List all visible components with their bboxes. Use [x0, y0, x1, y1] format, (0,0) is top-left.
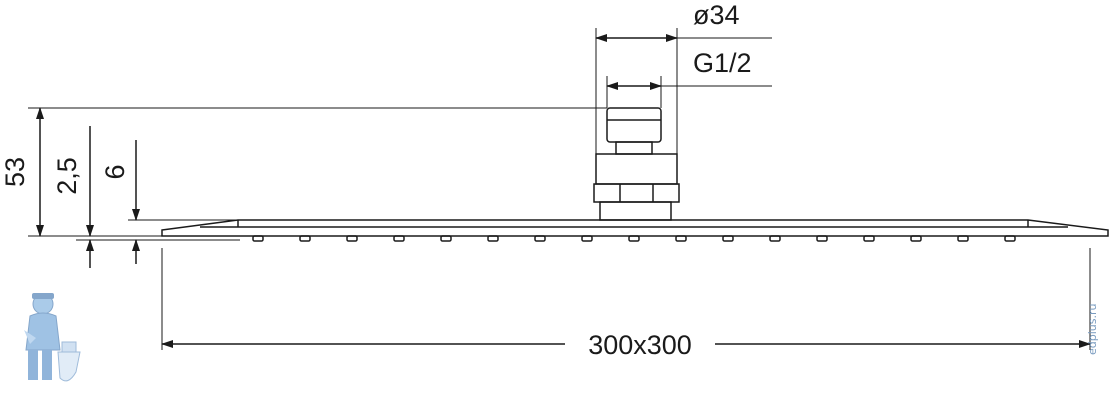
ceiling-connector: [593, 107, 680, 221]
nozzle: [252, 235, 264, 242]
thread-label: G1/2: [693, 48, 752, 78]
nozzle: [910, 235, 922, 242]
nozzle: [534, 235, 546, 242]
nozzle: [393, 235, 405, 242]
plumber-mascot-icon: [24, 293, 81, 382]
dimension-thread: [606, 76, 772, 108]
outer-diameter-label: ø34: [693, 0, 740, 30]
height-total-label: 53: [0, 157, 30, 187]
dimension-outer-diameter: [595, 28, 772, 154]
plate-thickness-label: 6: [100, 164, 130, 179]
nozzle-row: [252, 235, 1016, 242]
plate-edge-thickness-label: 2,5: [52, 157, 82, 195]
nozzle: [299, 235, 311, 242]
nozzle: [957, 235, 969, 242]
nozzle: [769, 235, 781, 242]
nozzle: [628, 235, 640, 242]
nozzle: [816, 235, 828, 242]
shower-plate: [161, 219, 1109, 237]
plate-size-label: 300x300: [588, 330, 692, 360]
nozzle: [1004, 235, 1016, 242]
nozzle: [863, 235, 875, 242]
nozzle: [675, 235, 687, 242]
nozzle: [581, 235, 593, 242]
nozzle: [487, 235, 499, 242]
nozzle: [440, 235, 452, 242]
nozzle: [346, 235, 358, 242]
nozzle: [722, 235, 734, 242]
watermark-text: edplus.ru: [1086, 304, 1099, 355]
extension-lines: [28, 107, 607, 241]
